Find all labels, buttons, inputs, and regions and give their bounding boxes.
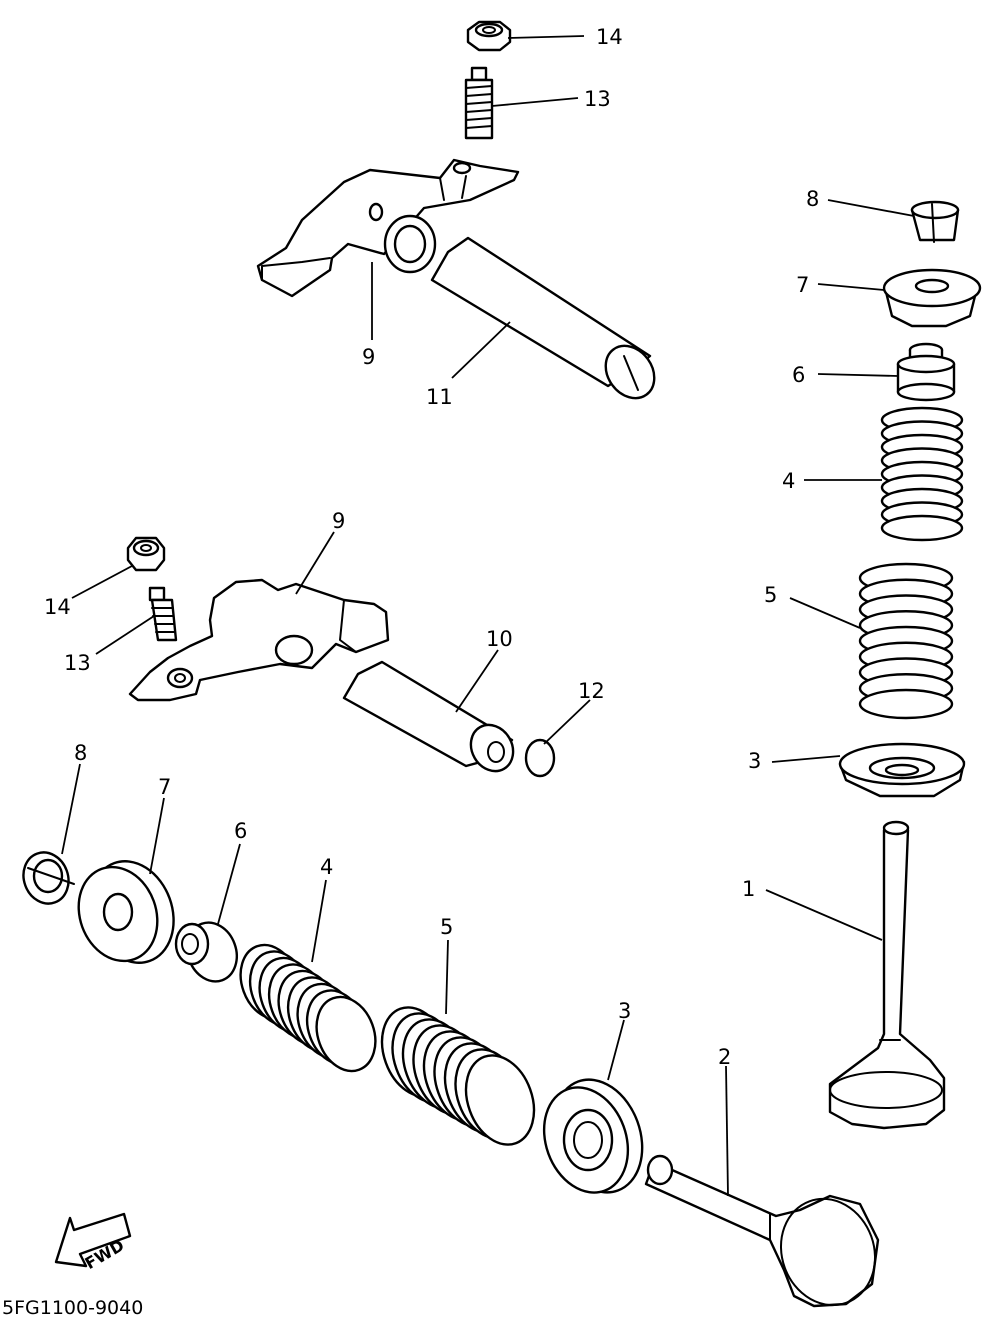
right-spring-seat-3 [838, 742, 966, 798]
spring-coil [464, 1054, 536, 1146]
callout-5-right: 5 [764, 583, 777, 607]
spring-coil [315, 995, 377, 1073]
callout-11: 11 [426, 385, 453, 409]
callout-9-mid: 9 [332, 509, 345, 533]
callout-8-right: 8 [806, 187, 819, 211]
callout-9-top: 9 [362, 345, 375, 369]
callout-3-right: 3 [748, 749, 761, 773]
callout-14-mid: 14 [44, 595, 71, 619]
spring-coil [880, 514, 964, 542]
callout-4-left: 4 [320, 855, 333, 879]
callout-4-right: 4 [782, 469, 795, 493]
right-retainer-7 [882, 268, 982, 328]
valve-2 [644, 1154, 880, 1308]
callout-14-top: 14 [596, 25, 623, 49]
right-cotter-8 [910, 200, 960, 243]
callout-5-left: 5 [440, 915, 453, 939]
top-adjuster-screw-13 [464, 66, 494, 140]
callout-13-mid: 13 [64, 651, 91, 675]
mid-rocker-shaft-10 [342, 660, 515, 773]
callout-2: 2 [718, 1045, 731, 1069]
left-spring-seat-3 [542, 1078, 644, 1194]
mid-rocker-arm-9 [128, 578, 390, 702]
left-seal-6 [174, 921, 238, 983]
left-retainer-7 [77, 860, 175, 964]
callout-12: 12 [578, 679, 605, 703]
callout-1: 1 [742, 877, 755, 901]
callout-8-left: 8 [74, 741, 87, 765]
callout-13-top: 13 [584, 87, 611, 111]
leader-lines [61, 35, 915, 1197]
valve-1 [828, 820, 946, 1130]
left-inner-spring-4 [239, 943, 377, 1073]
left-cotter-8 [22, 851, 75, 905]
top-rocker-arm-9 [256, 158, 520, 298]
callout-6-left: 6 [234, 819, 247, 843]
callout-10: 10 [486, 627, 513, 651]
mid-adjuster-screw-13 [148, 586, 178, 642]
fwd-arrow-icon: FWD [54, 1212, 132, 1273]
callout-7-right: 7 [796, 273, 809, 297]
mid-nut-14 [126, 536, 166, 572]
top-nut-14 [466, 20, 512, 52]
callout-3-left: 3 [618, 999, 631, 1023]
diagram-code: 5FG1100-9040 [2, 1297, 143, 1319]
spring-coil [858, 688, 954, 720]
left-outer-spring-5 [380, 1006, 536, 1146]
o-ring-12 [524, 738, 556, 778]
callout-7-left: 7 [158, 775, 171, 799]
top-rocker-shaft-11 [430, 236, 656, 400]
right-outer-spring-5 [858, 562, 954, 720]
right-inner-spring-4 [880, 406, 964, 542]
callout-numbers: 14 13 9 11 8 7 6 4 5 3 1 9 14 13 10 12 8… [44, 25, 819, 1069]
right-seal-6 [896, 342, 956, 402]
callout-6-right: 6 [792, 363, 805, 387]
